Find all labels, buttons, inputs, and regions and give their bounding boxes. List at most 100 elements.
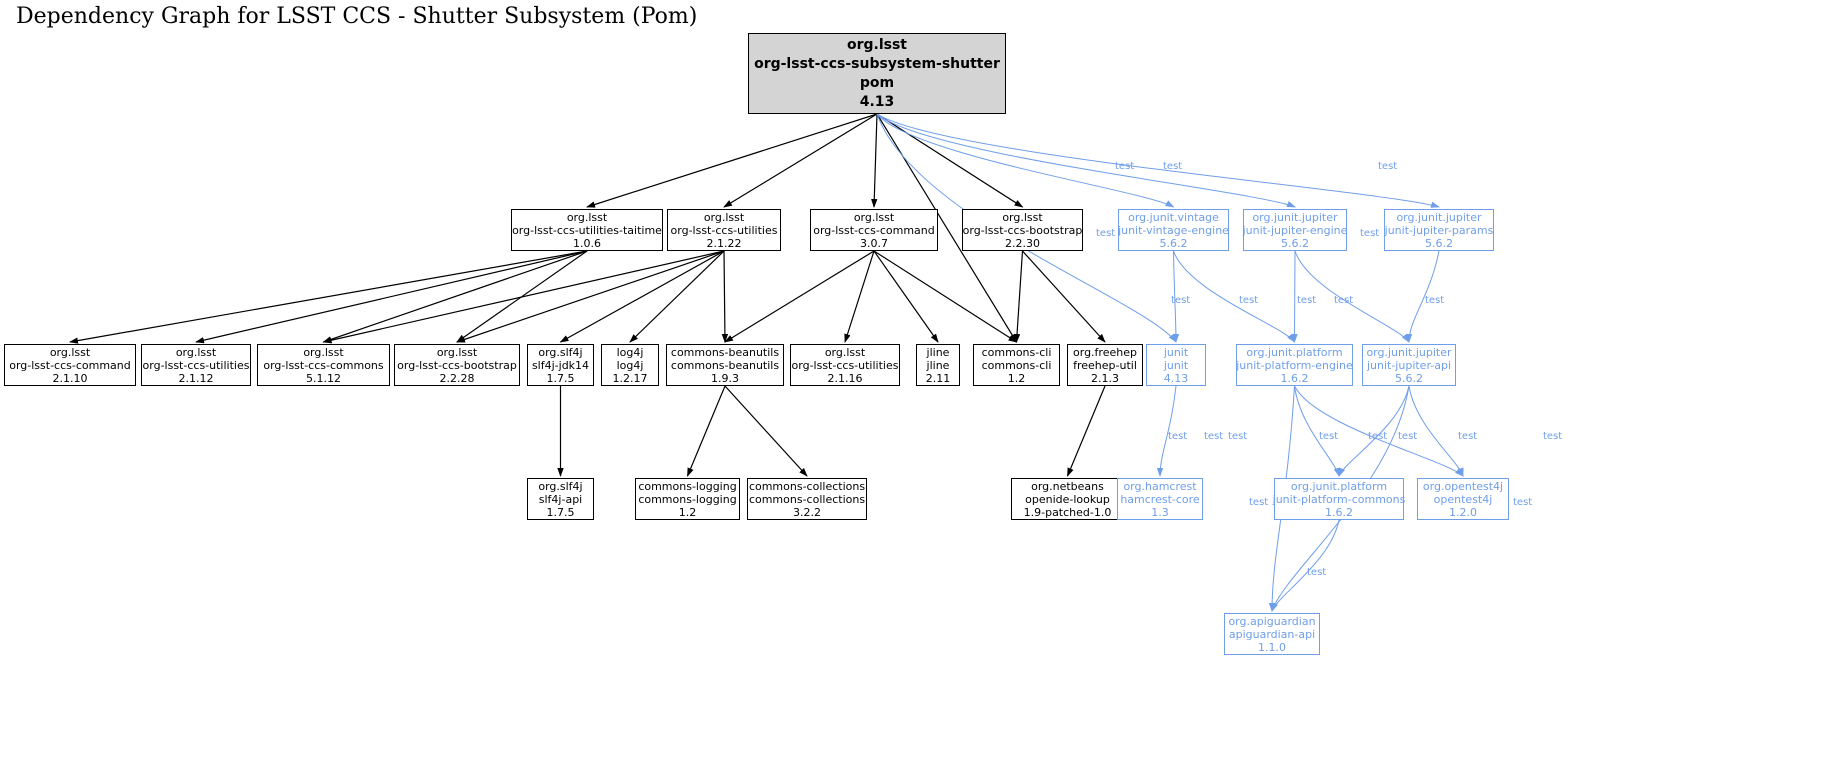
edge-label-test: test [1368, 431, 1388, 442]
node-line: jline [926, 358, 950, 372]
edge-utilities-taitime-to-utilities-2112 [195, 250, 588, 344]
node-line: org.lsst [824, 345, 866, 359]
node-line: org.netbeans [1031, 479, 1104, 493]
node-line: org-lsst-ccs-subsystem-shutter [754, 55, 1000, 72]
node-line: org.lsst [703, 210, 745, 224]
node-line: junit-jupiter-params [1384, 223, 1494, 237]
node-line: junit-jupiter-api [1366, 358, 1452, 372]
node-line: org-lsst-ccs-command [9, 358, 131, 372]
node-line: org.hamcrest [1123, 479, 1197, 493]
node-line: pom [859, 74, 895, 91]
node-line: 1.9.3 [711, 371, 739, 385]
node-line: org.lsst [303, 345, 344, 359]
node-line: org.junit.jupiter [1396, 210, 1482, 224]
node-line: 1.6.2 [1280, 371, 1309, 385]
node-line: junit-vintage-engine [1118, 223, 1229, 237]
node-line: 5.1.12 [306, 371, 341, 385]
edge-command-307-to-commons-cli [873, 250, 1018, 343]
edge-utilities-2122-to-slf4j-jdk14 [559, 250, 725, 343]
node-line: 2.1.16 [827, 371, 863, 385]
edge-label-test: test [1163, 161, 1183, 172]
node-line: 1.7.5 [546, 371, 575, 385]
edge-bootstrap-2230-to-freehep-util [1022, 250, 1106, 343]
node-line: 1.6.2 [1325, 505, 1353, 519]
node-line: org-lsst-ccs-utilities [142, 358, 250, 372]
node-line: org.lsst [1002, 210, 1043, 224]
node-line: 2.2.28 [439, 371, 475, 385]
edge-freehep-util-to-openide-lookup [1066, 385, 1106, 477]
page-title: Dependency Graph for LSST CCS - Shutter … [16, 4, 698, 29]
edge-utilities-2122-to-commons-5112 [322, 250, 725, 344]
edge-root-to-junit-jupiter-engine [876, 113, 1296, 208]
node-line: 2.2.30 [1005, 236, 1040, 250]
node-line: 1.9-patched-1.0 [1023, 505, 1112, 519]
edge-root-to-utilities-2122 [723, 113, 878, 208]
node-line: org-lsst-ccs-utilities-taitime [512, 223, 662, 237]
node-line: org.junit.vintage [1128, 210, 1219, 224]
edge-utilities-2122-to-bootstrap-2228 [456, 250, 725, 343]
edge-label-test: test [1513, 497, 1533, 508]
node-line: 4.13 [859, 93, 895, 110]
edge-label-test: test [1168, 431, 1188, 442]
node-line: 3.0.7 [860, 236, 888, 250]
node-line: org.junit.jupiter [1252, 210, 1338, 224]
node-line: 5.6.2 [1159, 236, 1188, 250]
edge-label-test: test [1115, 161, 1135, 172]
edge-command-307-to-commons-beanutils [724, 250, 875, 343]
edge-label-test: test [1228, 431, 1248, 442]
node-line: junit [1163, 358, 1189, 372]
edge-commons-beanutils-to-commons-collections [724, 385, 808, 477]
edge-junit-jupiter-engine-to-junit-platform-engine [1291, 250, 1298, 343]
node-line: opentest4j [1433, 492, 1493, 506]
node-line: org-lsst-ccs-bootstrap [397, 358, 517, 372]
node-line: 1.3 [1151, 505, 1169, 519]
node-line: log4j [616, 358, 644, 372]
edge-commons-beanutils-to-commons-logging [686, 385, 726, 477]
node-line: org.junit.platform [1246, 345, 1343, 359]
node-line: org.lsst [436, 345, 478, 359]
node-line: junit [1163, 345, 1189, 359]
node-line: 5.6.2 [1281, 236, 1309, 250]
edge-label-test: test [1398, 431, 1418, 442]
node-line: 2.1.10 [52, 371, 88, 385]
node-line: log4j [616, 345, 644, 359]
edge-root-to-junit-jupiter-params [876, 113, 1440, 208]
node-line: org.opentest4j [1422, 479, 1504, 493]
edge-label-test: test [1378, 161, 1398, 172]
node-line: 1.2.17 [612, 371, 648, 385]
node-line: org-lsst-ccs-utilities [670, 223, 778, 237]
node-line: org.lsst [175, 345, 217, 359]
node-line: 4.13 [1163, 371, 1189, 385]
node-line: hamcrest-core [1120, 492, 1200, 506]
